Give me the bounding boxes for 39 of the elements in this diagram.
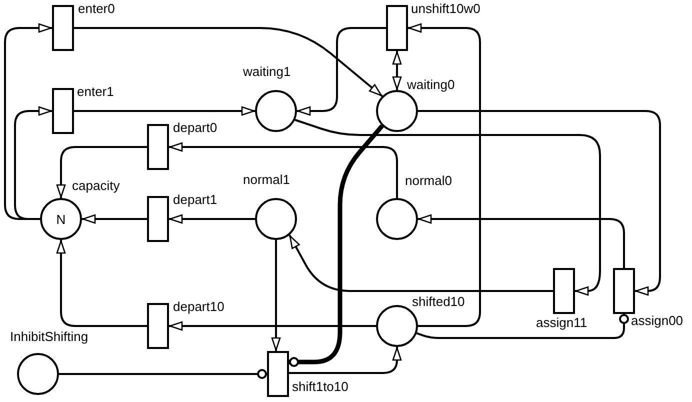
arrow bbox=[288, 234, 553, 292]
transition-label: depart0 bbox=[173, 121, 218, 134]
arrow bbox=[82, 214, 147, 224]
transition-label: enter1 bbox=[77, 85, 114, 98]
transition-label: unshift10w0 bbox=[411, 2, 480, 15]
arrow bbox=[418, 110, 661, 296]
arrow bbox=[169, 214, 255, 224]
arrow bbox=[56, 240, 147, 327]
transition-label: depart10 bbox=[173, 300, 224, 313]
arrow bbox=[169, 142, 398, 198]
transition-label: assign00 bbox=[631, 314, 684, 327]
place-label: waiting0 bbox=[407, 78, 455, 91]
inhibitor-arc bbox=[416, 314, 629, 339]
arrow bbox=[408, 23, 481, 327]
place-label: shifted10 bbox=[412, 295, 465, 308]
arrow bbox=[418, 214, 625, 268]
arrow bbox=[74, 106, 255, 116]
arrow bbox=[169, 321, 376, 331]
transition-label: depart1 bbox=[173, 193, 218, 206]
arrow bbox=[294, 118, 601, 296]
place-label: normal0 bbox=[405, 174, 452, 187]
arrow bbox=[56, 146, 147, 198]
double-arrow bbox=[392, 51, 402, 90]
arrow bbox=[14, 106, 52, 220]
arrow bbox=[289, 347, 402, 374]
arrow bbox=[271, 240, 281, 351]
inhibitor-arc bbox=[59, 369, 267, 379]
arrow bbox=[4, 23, 52, 220]
arrow bbox=[297, 27, 386, 116]
transition-label: assign11 bbox=[536, 316, 588, 329]
place-label: InhibitShifting bbox=[10, 330, 88, 343]
place-label: waiting1 bbox=[243, 65, 291, 78]
inhibitor-arc bbox=[289, 124, 384, 367]
place-marking: N bbox=[56, 212, 66, 226]
place-label: normal1 bbox=[243, 173, 290, 186]
place-label: capacity bbox=[72, 179, 120, 192]
transition-label: shift1to10 bbox=[292, 380, 348, 393]
transition-label: enter0 bbox=[78, 2, 115, 15]
arrow bbox=[74, 27, 383, 97]
